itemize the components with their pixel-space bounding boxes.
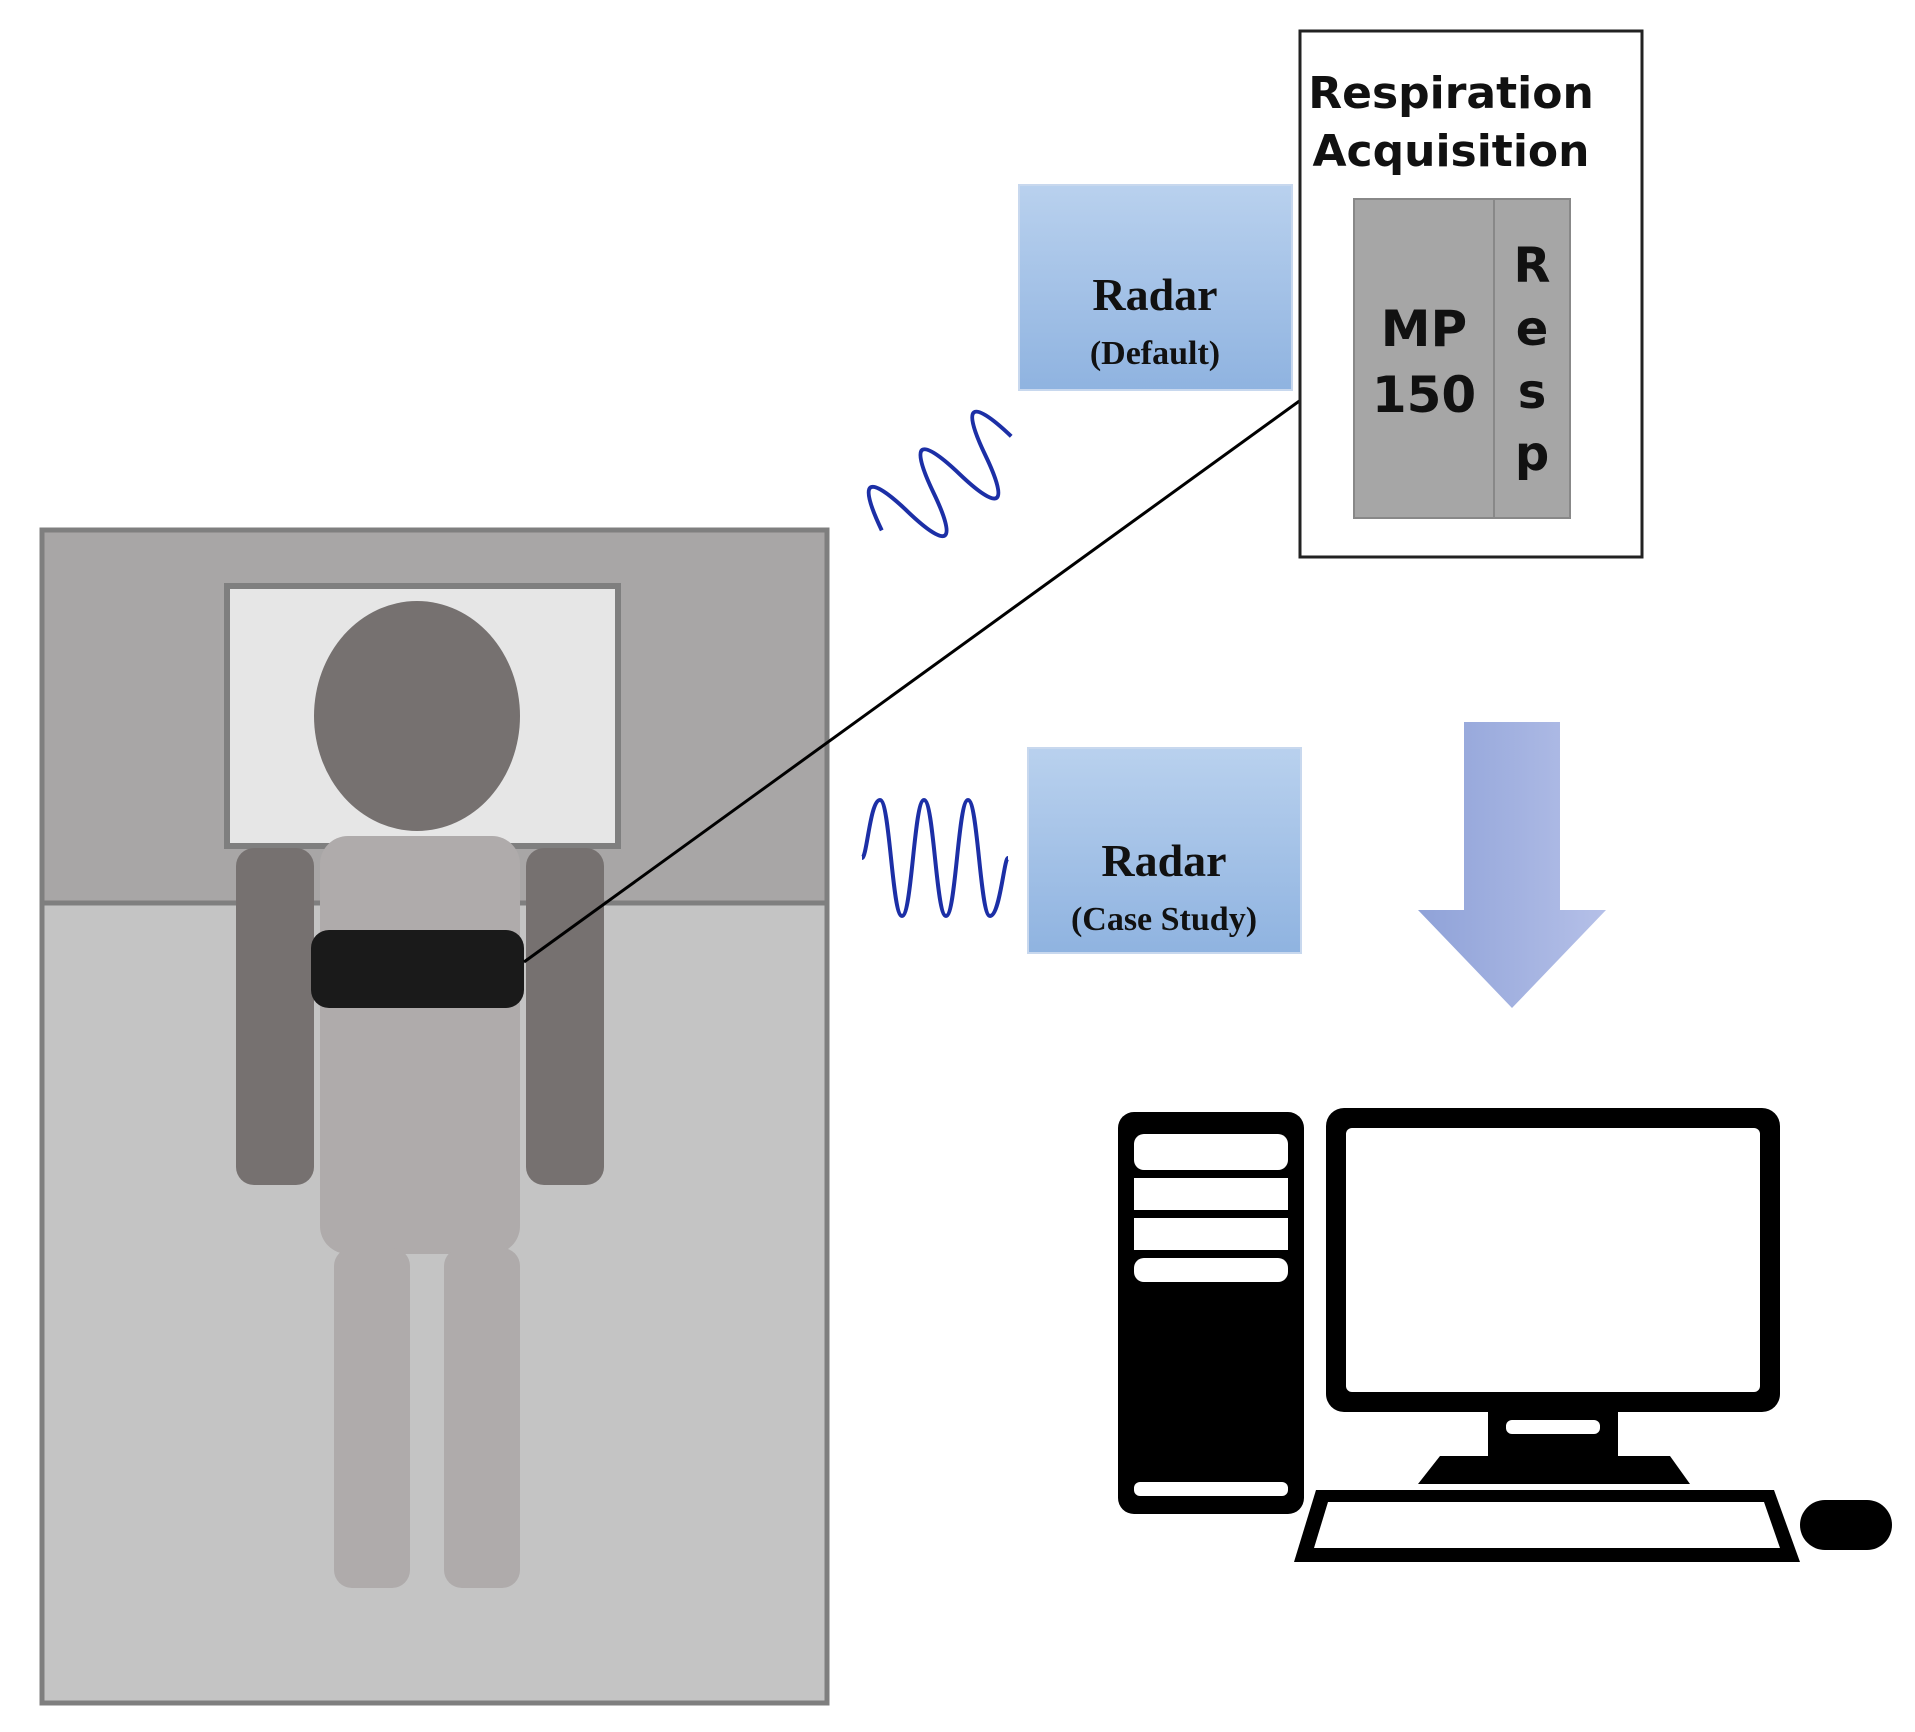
tower-bay xyxy=(1134,1258,1288,1282)
mp150-device xyxy=(1353,198,1495,519)
wave-icon xyxy=(866,409,1013,539)
computer-mouse xyxy=(1800,1500,1892,1550)
connector-arrow-icon xyxy=(523,358,1358,964)
down-arrow-icon xyxy=(1418,722,1606,1008)
resp-letter: s xyxy=(1518,364,1547,420)
wave-default xyxy=(866,409,1013,539)
patient-torso xyxy=(320,836,520,1254)
computer-icon xyxy=(1118,1108,1892,1562)
radar-default-label: Radar xyxy=(1092,269,1217,320)
patient xyxy=(236,601,604,1588)
monitor-screen xyxy=(1346,1128,1760,1392)
radar-default-sublabel: (Default) xyxy=(1090,335,1220,372)
radar-default-panel xyxy=(1018,184,1293,391)
acquisition-title-line2: Acquisition xyxy=(1313,126,1590,177)
patient-right-arm xyxy=(526,848,604,1185)
patient-left-arm xyxy=(236,848,314,1185)
resp-letter: p xyxy=(1515,426,1549,482)
wave-icon xyxy=(860,797,1010,919)
radar-default-box: Radar (Default) xyxy=(1018,184,1293,391)
radar-case-panel xyxy=(1027,747,1302,954)
patient-head xyxy=(314,601,520,831)
acquisition-title-line1: Respiration xyxy=(1308,68,1594,119)
computer-tower xyxy=(1118,1112,1304,1514)
respiration-belt xyxy=(311,930,524,1008)
resp-module xyxy=(1493,198,1571,519)
patient-left-leg xyxy=(334,1248,410,1588)
wave-case-study xyxy=(860,797,1010,919)
tower-bay xyxy=(1134,1134,1288,1170)
patient-right-leg xyxy=(444,1248,520,1588)
monitor-stand xyxy=(1418,1456,1690,1484)
radar-case-study-box: Radar (Case Study) xyxy=(1027,747,1302,954)
tower-bay xyxy=(1134,1178,1288,1210)
tower-bay xyxy=(1134,1218,1288,1250)
resp-letter: R xyxy=(1514,238,1551,294)
radar-case-sublabel: (Case Study) xyxy=(1071,901,1257,938)
bed-frame xyxy=(39,527,830,1706)
monitor-neck-slot xyxy=(1506,1420,1600,1434)
tower-slot xyxy=(1134,1482,1288,1496)
mp150-label-line1: MP xyxy=(1381,300,1467,358)
radar-case-label: Radar xyxy=(1101,835,1226,886)
mp150-label-line2: 150 xyxy=(1372,366,1476,424)
respiration-acquisition-box: Respiration Acquisition MP 150 R e s p xyxy=(1298,29,1644,559)
keyboard-face xyxy=(1314,1502,1780,1548)
resp-letter: e xyxy=(1516,301,1549,357)
